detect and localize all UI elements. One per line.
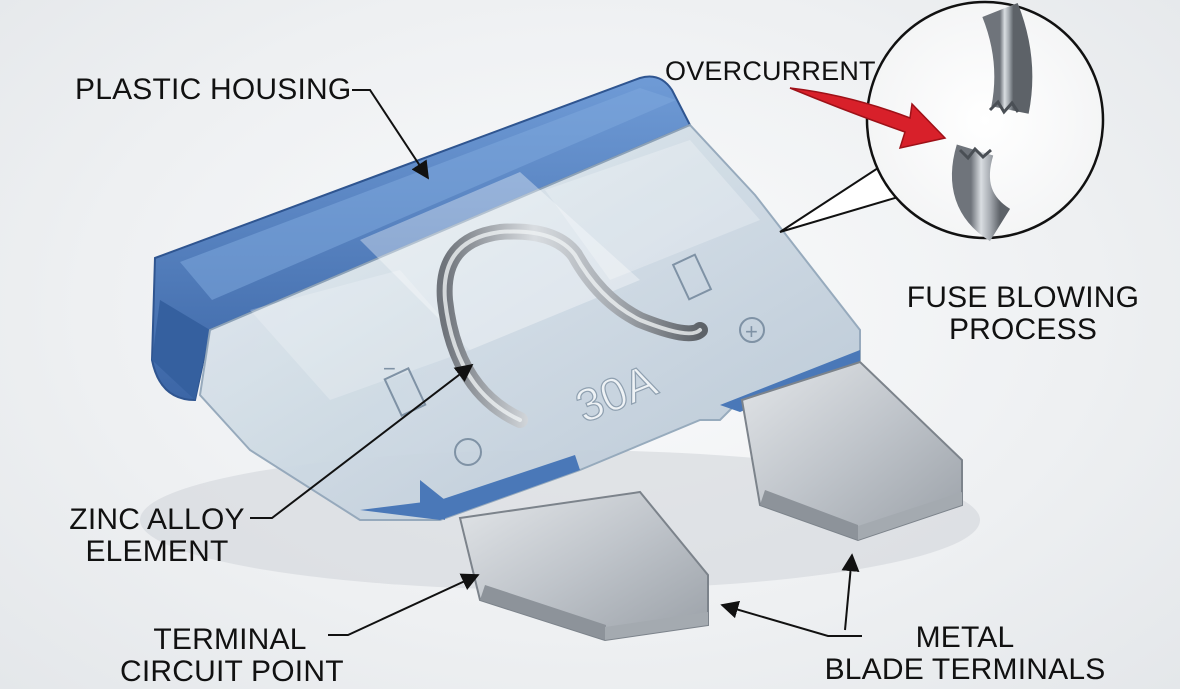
leader-terminal: [328, 573, 480, 636]
label-fuse-blowing-line2: PROCESS: [948, 313, 1098, 346]
label-metal-blade-terminals: METAL BLADE TERMINALS: [800, 622, 1130, 686]
label-terminal-line1: TERMINAL: [153, 623, 307, 656]
left-metal-blade: [458, 490, 709, 642]
leader-metal-blade-left: [720, 600, 862, 637]
overcurrent-arrow: [789, 87, 947, 150]
label-zinc-alloy-line1: ZINC ALLOY: [69, 503, 245, 536]
minus-polarity-mark: −: [383, 356, 396, 381]
label-fuse-blowing-line1: FUSE BLOWING: [906, 281, 1140, 314]
right-metal-blade: [740, 360, 963, 542]
leader-zinc-alloy: [250, 363, 474, 519]
label-metal-blade-line1: METAL: [915, 621, 1015, 654]
label-plastic-housing: PLASTIC HOUSING: [75, 74, 351, 106]
label-terminal-circuit-point: TERMINAL CIRCUIT POINT: [120, 623, 344, 688]
blown-fuse-zoom: [779, 0, 1105, 242]
label-terminal-line2: CIRCUIT POINT: [120, 655, 344, 688]
zinc-alloy-element: [436, 223, 708, 428]
label-overcurrent: OVERCURRENT: [665, 55, 876, 87]
plastic-housing-cap: [150, 75, 692, 402]
label-zinc-alloy-line2: ELEMENT: [85, 535, 229, 568]
label-overcurrent-text: OVERCURRENT: [665, 56, 876, 86]
leader-lines: [250, 89, 862, 637]
label-zinc-alloy-element: ZINC ALLOY ELEMENT: [62, 504, 252, 568]
plus-polarity-mark: +: [745, 319, 758, 344]
label-fuse-blowing-process: FUSE BLOWING PROCESS: [898, 282, 1148, 346]
leader-metal-blade-right: [841, 553, 860, 631]
label-metal-blade-line2: BLADE TERMINALS: [824, 653, 1106, 686]
leader-plastic-housing: [352, 89, 429, 180]
label-plastic-housing-text: PLASTIC HOUSING: [75, 73, 352, 106]
